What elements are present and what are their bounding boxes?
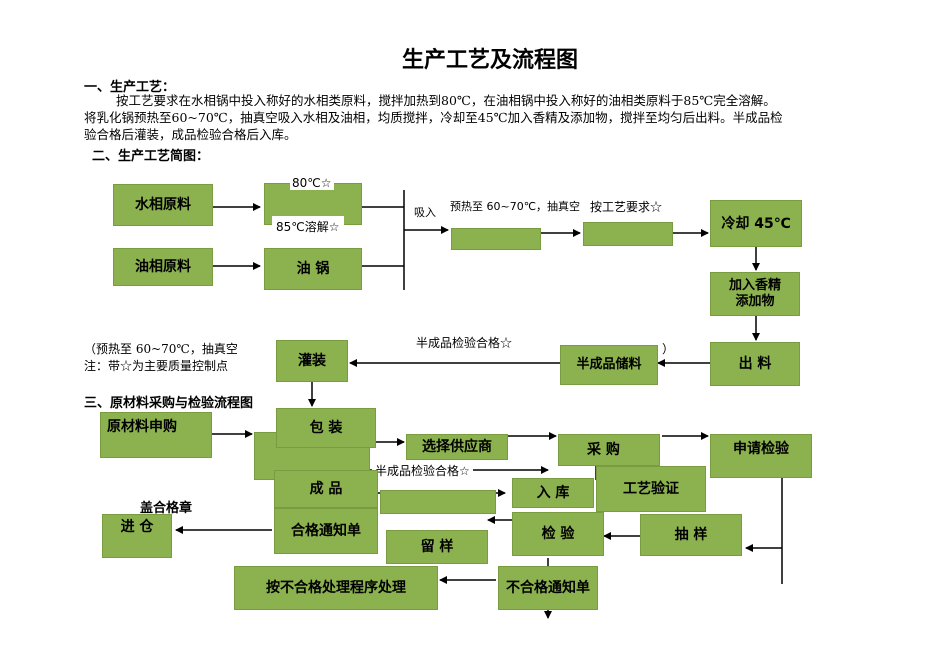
product-box: 成 品 bbox=[274, 470, 378, 508]
fail-process-box: 按不合格处理程序处理 bbox=[234, 566, 438, 610]
water-material-box: 水相原料 bbox=[113, 184, 213, 226]
inspect-label: 检 验 bbox=[541, 526, 575, 542]
cool-box: 冷却 45℃ bbox=[710, 200, 802, 247]
process-text-line-3: 验合格后灌装，成品检验合格后入库。 bbox=[84, 127, 297, 142]
process-require-label: 按工艺要求☆ bbox=[590, 200, 663, 214]
sampling-label: 抽 样 bbox=[674, 527, 708, 543]
section2-heading: 二、生产工艺简图： bbox=[92, 149, 210, 164]
fail-notice-label: 不合格通知单 bbox=[506, 580, 590, 596]
oil-material-box: 油相原料 bbox=[113, 248, 213, 286]
process-verify-box: 工艺验证 bbox=[596, 466, 706, 512]
tail-paren: ） bbox=[662, 342, 675, 356]
discharge-label: 出 料 bbox=[738, 356, 772, 372]
legend-note: 注：带☆为主要质量控制点 bbox=[84, 359, 229, 373]
page-title: 生产工艺及流程图 bbox=[402, 48, 579, 73]
instock-box: 入 库 bbox=[512, 478, 594, 508]
instock-label: 入 库 bbox=[536, 485, 570, 501]
section3-heading: 三、原材料采购与检验流程图 bbox=[84, 396, 254, 411]
store-box: 进 仓 bbox=[102, 514, 172, 558]
packing-label: 包 装 bbox=[309, 420, 343, 436]
water-material-label: 水相原料 bbox=[135, 197, 191, 213]
water-heat-label: 80℃☆ bbox=[290, 176, 334, 190]
apply-purchase-box: 原材料申购 bbox=[100, 412, 212, 458]
request-inspect-label: 申请检验 bbox=[733, 441, 789, 457]
semi-storage-box: 半成品储料 bbox=[560, 345, 658, 385]
semi-check-label-2: 半成品检验合格☆ bbox=[372, 462, 473, 479]
semi-storage-label: 半成品储料 bbox=[576, 357, 642, 372]
emulsify-box bbox=[451, 228, 541, 250]
process-verify-label: 工艺验证 bbox=[623, 481, 679, 497]
preheat-label: 预热至 60~70℃，抽真空 bbox=[450, 200, 581, 213]
semi-check-label: 半成品检验合格☆ bbox=[416, 336, 513, 350]
supplier-box: 选择供应商 bbox=[406, 434, 508, 460]
supplier-label: 选择供应商 bbox=[422, 439, 492, 455]
pass-notice-label: 合格通知单 bbox=[291, 523, 361, 539]
purchase-box: 采 购 bbox=[558, 434, 660, 466]
purchase-label: 采 购 bbox=[587, 442, 620, 458]
oil-pot-label: 油 锅 bbox=[296, 261, 330, 277]
keep-sample-label: 留 样 bbox=[420, 539, 454, 555]
fail-process-label: 按不合格处理程序处理 bbox=[266, 580, 406, 596]
filling-box: 灌装 bbox=[276, 340, 348, 382]
oil-dissolve-label: 85℃溶解☆ bbox=[272, 216, 344, 237]
homogenize-box bbox=[583, 222, 673, 246]
apply-purchase-label: 原材料申购 bbox=[107, 419, 177, 435]
request-inspect-box: 申请检验 bbox=[710, 434, 812, 478]
record-box bbox=[380, 490, 496, 514]
discharge-box: 出 料 bbox=[710, 342, 800, 386]
process-text-line-1: 按工艺要求在水相锅中投入称好的水相类原料，搅拌加热到80℃，在油相锅中投入称好的… bbox=[116, 93, 776, 108]
fail-notice-box: 不合格通知单 bbox=[498, 566, 598, 610]
oil-pot-box: 油 锅 bbox=[264, 248, 362, 290]
stamp-label: 盖合格章 bbox=[140, 501, 193, 516]
inspect-box: 检 验 bbox=[512, 512, 604, 556]
packing-box: 包 装 bbox=[276, 408, 376, 448]
pass-notice-box: 合格通知单 bbox=[274, 508, 378, 554]
preheat-note: （预热至 60~70℃，抽真空 bbox=[84, 342, 238, 356]
sampling-box: 抽 样 bbox=[640, 514, 742, 556]
process-text-line-2: 将乳化锅预热至60~70℃，抽真空吸入水相及油相，均质搅拌，冷却至45℃加入香精… bbox=[84, 110, 783, 125]
keep-sample-box: 留 样 bbox=[386, 530, 488, 564]
store-label: 进 仓 bbox=[120, 519, 154, 535]
filling-label: 灌装 bbox=[298, 353, 326, 369]
cool-label: 冷却 45℃ bbox=[721, 215, 791, 232]
product-label: 成 品 bbox=[309, 481, 343, 497]
add-fragrance-box: 加入香精 添加物 bbox=[710, 272, 800, 316]
section1-heading: 一、生产工艺： bbox=[84, 80, 176, 95]
add-fragrance-label: 加入香精 添加物 bbox=[728, 278, 781, 309]
suck-in-label: 吸入 bbox=[414, 206, 436, 219]
oil-material-label: 油相原料 bbox=[135, 259, 191, 275]
